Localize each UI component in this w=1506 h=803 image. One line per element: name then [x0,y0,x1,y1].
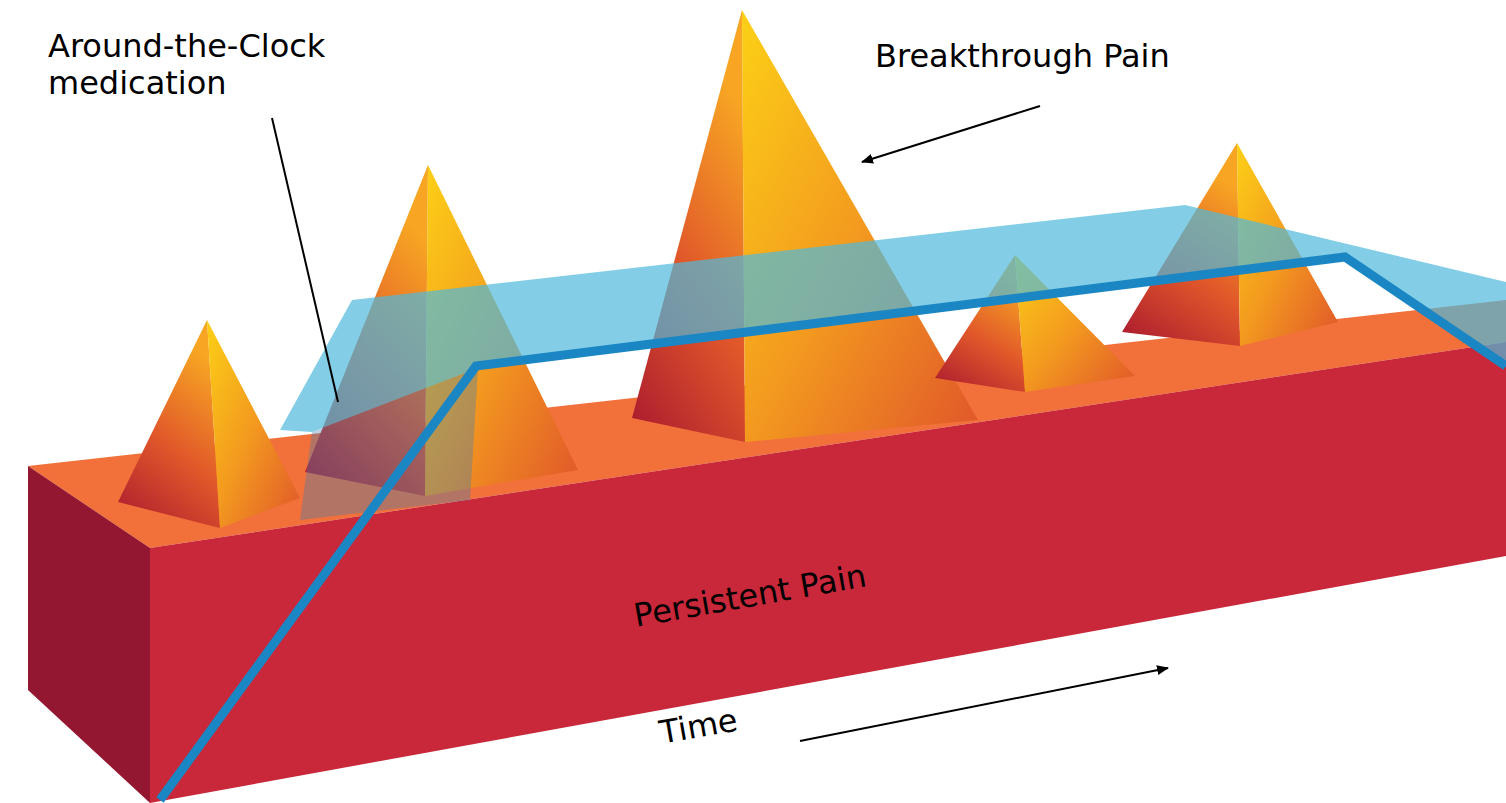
leader-line [272,118,338,402]
callout-label: Time [657,702,741,752]
callout-label: Around-the-Clock medication [48,28,408,102]
peak-face [118,320,220,528]
peak-face [632,10,745,442]
slab-label: Persistent Pain [631,557,869,634]
leader-arrow [862,106,1040,162]
time-arrow [800,668,1168,741]
slab-end [28,466,150,803]
medication-line [160,257,1506,800]
pain-slab-node: Persistent Pain [150,548,1506,803]
callout-label: Breakthrough Pain [875,38,1170,75]
medication-plane-front [300,368,478,520]
